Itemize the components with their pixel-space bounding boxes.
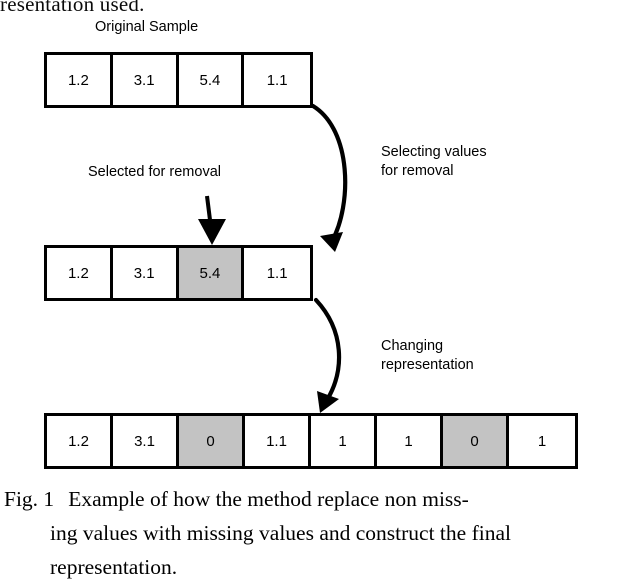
- cell: 1.2: [47, 55, 113, 105]
- cell-highlighted: 0: [179, 416, 245, 466]
- arrow-select-values-icon: [310, 103, 348, 252]
- figure-diagram: Original Sample Selected for removal Sel…: [44, 19, 578, 469]
- label-changing-representation: Changing representation: [381, 338, 474, 373]
- cell: 1.2: [47, 248, 113, 298]
- cell: 1: [377, 416, 443, 466]
- truncated-body-text: resentation used.: [0, 0, 145, 16]
- cell: 1.1: [245, 416, 311, 466]
- cell: 1.2: [47, 416, 113, 466]
- cell: 5.4: [178, 55, 245, 105]
- cell: 3.1: [113, 416, 179, 466]
- figure-caption: Fig. 1 Example of how the method replace …: [4, 482, 626, 584]
- caption-figure-number: Fig. 1: [4, 487, 55, 511]
- label-original-sample: Original Sample: [95, 19, 199, 35]
- cell: 3.1: [112, 55, 179, 105]
- caption-line-1: Example of how the method replace non mi…: [68, 487, 469, 511]
- label-selected-for-removal: Selected for removal: [88, 164, 221, 180]
- caption-line-2: ing values with missing values and const…: [50, 521, 511, 545]
- cell: 1.1: [244, 248, 311, 298]
- cell: 1: [509, 416, 575, 466]
- caption-line-3: representation.: [50, 555, 178, 579]
- cell: 1: [311, 416, 377, 466]
- cell-highlighted: 0: [443, 416, 509, 466]
- label-selecting-values-for-removal: Selecting values for removal: [381, 144, 487, 179]
- arrow-selected-for-removal-icon: [198, 195, 226, 245]
- arrow-changing-representation-icon: [313, 297, 342, 413]
- cell: 1.1: [244, 55, 311, 105]
- cell: 3.1: [112, 248, 179, 298]
- cell-highlighted: 5.4: [178, 248, 245, 298]
